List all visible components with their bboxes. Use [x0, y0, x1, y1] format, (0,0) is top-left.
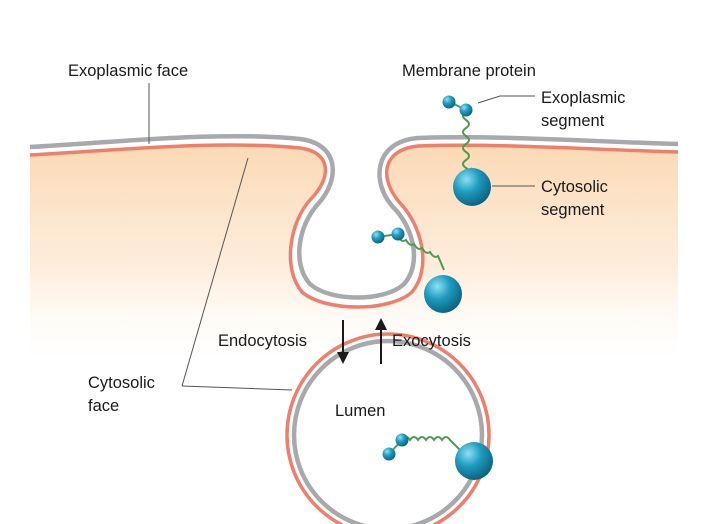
- protein-large-ball: [453, 168, 491, 206]
- lumen-label: Lumen: [335, 402, 385, 420]
- exoplasmic-segment-label-line1: Exoplasmic: [541, 89, 625, 107]
- exoplasmic-face-label: Exoplasmic face: [68, 62, 188, 80]
- protein-helix: [462, 111, 473, 177]
- cytosolic-segment-label-line1: Cytosolic: [541, 178, 608, 196]
- protein-small-ball: [382, 447, 396, 461]
- exoplasmic-segment-leader: [477, 95, 535, 104]
- cytosolic-face-leader: [181, 157, 249, 387]
- protein-small-ball: [442, 95, 456, 109]
- protein-small-ball: [395, 433, 409, 447]
- protein-small-ball: [391, 227, 405, 241]
- protein-helix: [401, 436, 461, 451]
- plasma-membrane-cytosolic-leaflet: [29, 143, 679, 309]
- exocytosis-arrow: [375, 318, 387, 364]
- membrane-protein-pit: [371, 227, 462, 313]
- cytosolic-segment-label-line2: segment: [541, 201, 605, 219]
- cytosolic-face-label-line2: face: [88, 397, 119, 415]
- plasma-membrane-exoplasmic-leaflet: [29, 133, 679, 300]
- membrane-protein-label: Membrane protein: [402, 62, 536, 80]
- protein-helix: [397, 235, 445, 271]
- endocytosis-arrow: [337, 320, 349, 364]
- endocytosis-label: Endocytosis: [218, 332, 307, 350]
- exocytosis-label: Exocytosis: [392, 332, 471, 350]
- exoplasmic-segment-label-line2: segment: [541, 112, 605, 130]
- protein-small-ball: [371, 230, 385, 244]
- cytosol-region: [30, 145, 678, 372]
- membrane-protein-surface: [442, 95, 491, 206]
- vesicle-cytosolic-leaflet: [285, 332, 491, 524]
- membrane-protein-vesicle: [382, 433, 493, 480]
- cytosolic-face-leader-vesicle: [181, 385, 293, 391]
- cytosolic-face-label-line1: Cytosolic: [88, 374, 155, 392]
- protein-large-ball: [455, 442, 493, 480]
- protein-small-ball: [459, 103, 473, 117]
- vesicle-exoplasmic-leaflet: [291, 338, 485, 524]
- protein-large-ball: [424, 275, 462, 313]
